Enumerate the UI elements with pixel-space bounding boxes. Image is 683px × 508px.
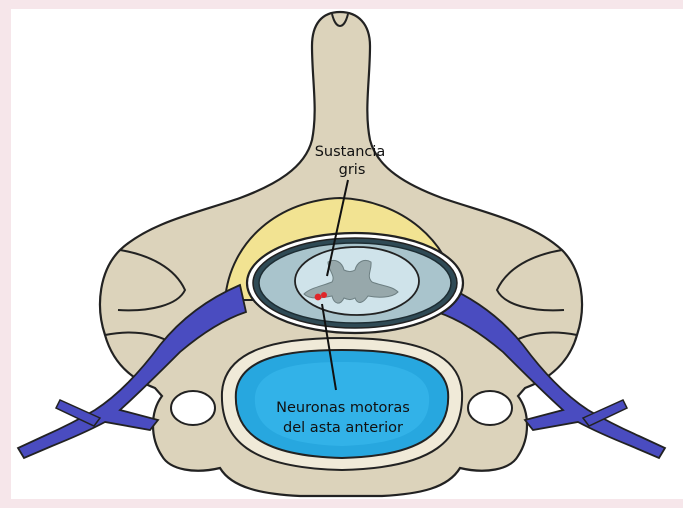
motor-neuron-dot <box>321 292 327 298</box>
motor-neurons-label-line1: Neuronas motoras <box>276 400 410 416</box>
gray-matter-label-line2: gris <box>339 162 366 178</box>
motor-neuron-dot <box>315 294 322 301</box>
right-foramen <box>468 391 512 425</box>
left-foramen <box>171 391 215 425</box>
gray-matter-label-line1: Sustancia <box>315 144 386 160</box>
motor-neurons-label-line2: del asta anterior <box>283 420 403 436</box>
